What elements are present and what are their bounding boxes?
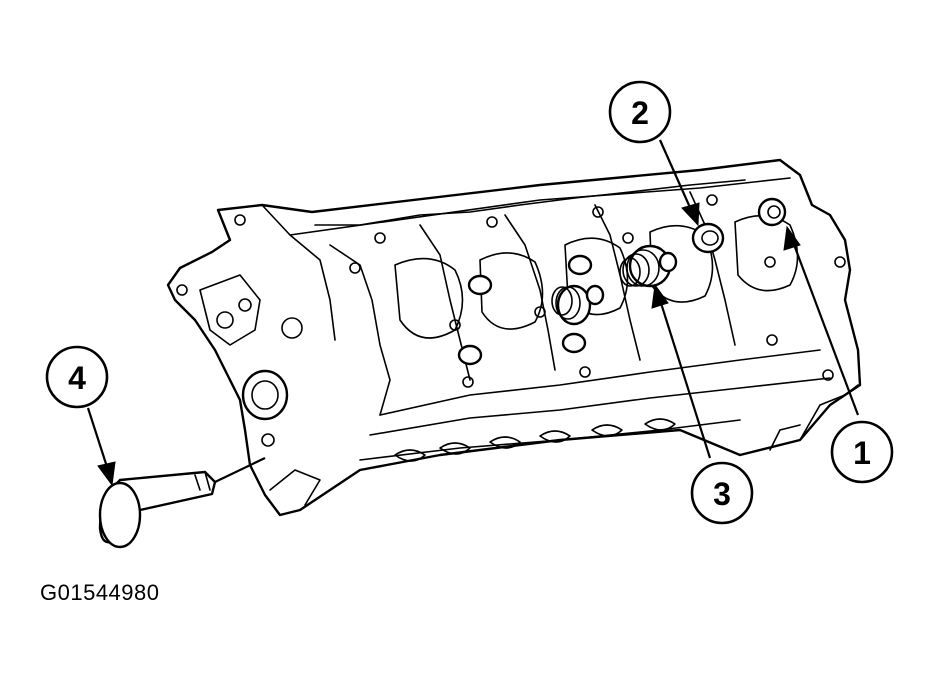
callout-label-3: 3 (713, 476, 731, 512)
callout-label-1: 1 (853, 435, 871, 471)
valve-spring-left (551, 284, 605, 326)
callout-4: 4 (45, 345, 116, 487)
cylinder-head (166, 158, 862, 517)
figure-id: G01544980 (40, 580, 160, 605)
callout-1: 1 (783, 225, 894, 484)
valve-stem-seal (757, 197, 787, 227)
callout-label-2: 2 (631, 95, 649, 131)
callout-label-4: 4 (68, 360, 86, 396)
valve-spring (619, 244, 678, 288)
callout-3: 3 (651, 283, 754, 525)
callout-2: 2 (608, 80, 700, 227)
valve (98, 457, 266, 549)
valve-spring-retainer (691, 222, 725, 254)
